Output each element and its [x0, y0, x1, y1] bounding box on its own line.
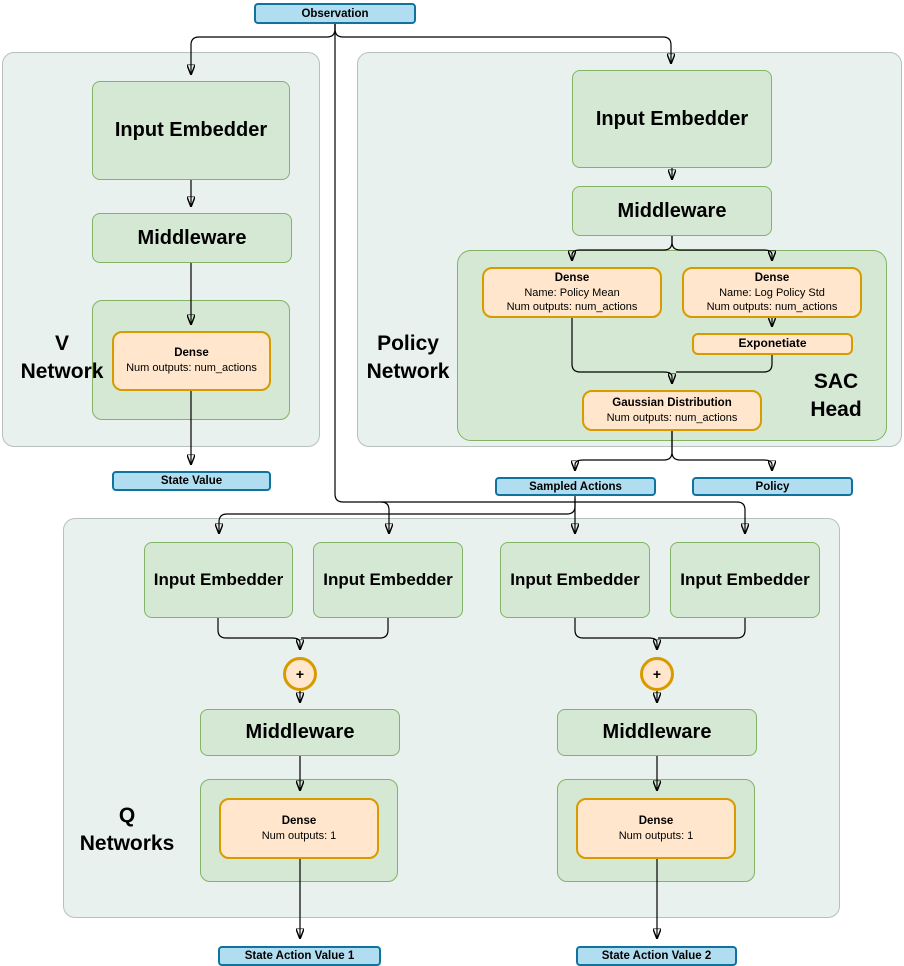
dense-policy-mean-name: Name: Policy Mean [524, 286, 620, 299]
v-dense-node: Dense Num outputs: num_actions [112, 331, 271, 391]
q1-dense-node: Dense Num outputs: 1 [219, 798, 379, 859]
edge-p-middleware-densemean [572, 236, 673, 260]
q-networks-label: Q Networks [79, 804, 175, 856]
v-dense-title: Dense [174, 347, 209, 360]
dense-policy-mean-title: Dense [554, 271, 590, 284]
policy-input-embedder-node: Input Embedder [572, 70, 772, 168]
observation-node: Observation [254, 3, 416, 24]
q1-sum-node: + [283, 657, 317, 691]
edge-obs-to-policy-embedder [334, 24, 671, 63]
q1-input-embedder-2-node: Input Embedder [313, 542, 463, 618]
q2-middleware-node: Middleware [557, 709, 757, 756]
v-middleware-node: Middleware [92, 213, 292, 263]
dense-policy-mean-node: Dense Name: Policy Mean Num outputs: num… [482, 267, 662, 318]
q1-input-embedder-1-node: Input Embedder [144, 542, 293, 618]
q2-input-embedder-1-node: Input Embedder [500, 542, 650, 618]
q2-dense-node: Dense Num outputs: 1 [576, 798, 736, 859]
exponentiate-label: Exponetiate [738, 336, 807, 351]
state-value-node: State Value [112, 471, 271, 491]
q1-middleware-node: Middleware [200, 709, 400, 756]
dense-log-policy-std-name: Name: Log Policy Std [719, 286, 825, 299]
edge-gaussian-policy [671, 430, 772, 470]
dense-log-policy-std-node: Dense Name: Log Policy Std Num outputs: … [682, 267, 862, 318]
edge-exponentiate-gaussian [676, 355, 773, 373]
sac-head-label: SAC Head [810, 370, 862, 422]
q2-dense-title: Dense [638, 814, 674, 827]
exponentiate-node: Exponetiate [692, 333, 853, 355]
dense-log-policy-std-outputs: Num outputs: num_actions [706, 300, 838, 313]
gaussian-distribution-node: Gaussian Distribution Num outputs: num_a… [582, 390, 762, 431]
edge-sampled-to-q-embedder-1 [219, 498, 576, 533]
gaussian-title: Gaussian Distribution [612, 396, 732, 409]
dense-policy-mean-outputs: Num outputs: num_actions [506, 300, 638, 313]
q1-dense-detail: Num outputs: 1 [261, 829, 337, 842]
edge-q2-embedder1-plus [574, 618, 657, 649]
edge-q1-embedder2-plus [301, 618, 389, 639]
sampled-actions-node: Sampled Actions [495, 477, 656, 496]
edge-obs-to-q-embedder-4 [334, 24, 745, 533]
v-network-label: V Network [20, 332, 104, 384]
policy-network-label: Policy Network [366, 332, 450, 384]
state-action-value-1-node: State Action Value 1 [218, 946, 381, 966]
edge-q2-embedder2-plus [658, 618, 746, 639]
edge-obs-to-q-embedder-2 [380, 501, 389, 533]
state-action-value-2-node: State Action Value 2 [576, 946, 737, 966]
v-dense-detail: Num outputs: num_actions [126, 362, 257, 375]
q2-dense-detail: Num outputs: 1 [618, 829, 694, 842]
q2-input-embedder-2-node: Input Embedder [670, 542, 820, 618]
policy-middleware-node: Middleware [572, 186, 772, 236]
policy-output-node: Policy [692, 477, 853, 496]
edge-obs-to-v-embedder [191, 24, 336, 74]
edge-densemean-gaussian [571, 318, 672, 383]
dense-log-policy-std-title: Dense [754, 271, 790, 284]
edge-gaussian-sampledactions [575, 430, 673, 470]
v-input-embedder-node: Input Embedder [92, 81, 290, 180]
q2-sum-node: + [640, 657, 674, 691]
q1-dense-title: Dense [281, 814, 317, 827]
edge-q1-embedder1-plus [217, 618, 300, 649]
edge-p-middleware-densestd [671, 236, 772, 260]
gaussian-outputs: Num outputs: num_actions [606, 411, 738, 424]
